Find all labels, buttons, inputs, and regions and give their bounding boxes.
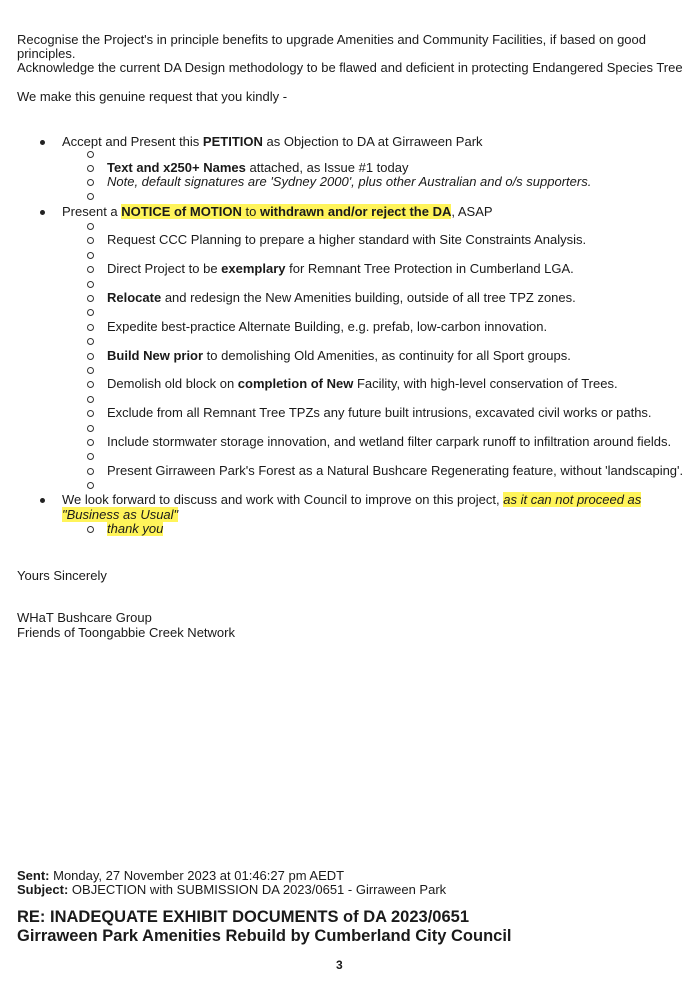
sub-item-text: to demolishing Old Amenities, as continu… [203,347,571,363]
sub-bullet-icon [87,439,94,446]
sub-item: Exclude from all Remnant Tree TPZs any f… [107,405,652,420]
sub-bullet-icon [87,237,94,245]
sub-bullet-icon [87,151,94,158]
sub-item-text: completion of New [237,376,354,392]
sub-bullet-icon [87,179,94,186]
sign-off: Yours Sincerely [17,568,107,583]
sub-item-text: exemplary [221,261,286,277]
email-sent: Sent: Monday, 27 November 2023 at 01:46:… [17,868,345,883]
sub-bullet-icon [87,367,94,374]
request-line: We make this genuine request that you ki… [17,89,288,104]
sub-item: Present Girraween Park's Forest as a Nat… [107,463,683,478]
bullet-petition: Accept and Present this PETITION as Obje… [62,134,483,149]
bullet-icon [40,140,45,145]
bullet-look-forward: We look forward to discuss and work with… [62,492,642,507]
intro-line: principles. [17,46,76,61]
sub-item: Note, default signatures are 'Sydney 200… [107,174,592,189]
sub-bullet-icon [87,526,94,533]
sub-bullet-icon [87,295,94,302]
sub-item-text: Build New prior [107,347,204,363]
sub-bullet-icon [87,352,94,360]
sub-bullet-icon [87,323,94,331]
sub-bullet-icon [87,280,94,288]
sub-bullet-icon [87,266,94,274]
thank-you: thank you [107,521,164,536]
sub-bullet-icon [87,410,94,418]
sub-bullet-icon [87,453,94,461]
sub-item-text: Relocate [107,290,162,305]
sub-bullet-icon [87,193,94,200]
intro-line: Acknowledge the current DA Design method… [17,60,683,75]
sub-bullet-icon [87,467,94,475]
sub-item-text: Request CCC Planning to prepare a higher… [107,232,587,248]
page-number: 3 [336,958,343,972]
sub-bullet-icon [87,223,94,230]
sub-item: Relocate and redesign the New Amenities … [107,290,576,305]
sub-bullet-icon [87,381,94,389]
sub-item-text: Facility, with high-level conservation o… [353,376,618,392]
heading: Girraween Park Amenities Rebuild by Cumb… [17,927,512,945]
email-subject: Subject: OBJECTION with SUBMISSION DA 20… [17,882,447,897]
heading: RE: INADEQUATE EXHIBIT DOCUMENTS of DA 2… [17,908,469,926]
sub-item: Request CCC Planning to prepare a higher… [107,232,586,247]
sub-item-text: Exclude from all Remnant Tree TPZs any f… [107,405,652,421]
sub-item: Expedite best-practice Alternate Buildin… [107,319,547,334]
sub-item: Text and x250+ Names attached, as Issue … [107,160,409,175]
intro-line: Recognise the Project's in principle ben… [17,32,646,47]
sub-bullet-icon [87,395,94,403]
sub-item-text: for Remnant Tree Protection in Cumberlan… [285,261,574,277]
sub-bullet-icon [87,424,94,432]
sub-item: Demolish old block on completion of New … [107,376,618,391]
sub-item-text: Expedite best-practice Alternate Buildin… [107,318,548,334]
bullet-icon [40,498,45,503]
sub-item-text: and redesign the New Amenities building,… [161,290,576,305]
sub-bullet-icon [87,309,94,317]
sub-bullet-icon [87,165,94,172]
organisation: Friends of Toongabbie Creek Network [17,625,235,640]
sub-bullet-icon [87,482,94,490]
sub-bullet-icon [87,251,94,259]
bullet-notice-of-motion: Present a NOTICE of MOTION to withdrawn … [62,204,493,219]
sub-bullet-icon [87,338,94,346]
sub-item-text: Present Girraween Park's Forest as a Nat… [107,462,683,478]
sub-item: Include stormwater storage innovation, a… [107,434,671,449]
sub-item-text: Demolish old block on [107,376,238,392]
organisation: WHaT Bushcare Group [17,610,152,625]
sub-item: Direct Project to be exemplary for Remna… [107,261,574,276]
sub-item: Build New prior to demolishing Old Ameni… [107,348,571,363]
sub-item-text: Include stormwater storage innovation, a… [107,434,672,449]
bullet-look-forward-cont: "Business as Usual" [62,507,179,522]
sub-item-text: Direct Project to be [107,261,222,277]
bullet-icon [40,210,45,215]
